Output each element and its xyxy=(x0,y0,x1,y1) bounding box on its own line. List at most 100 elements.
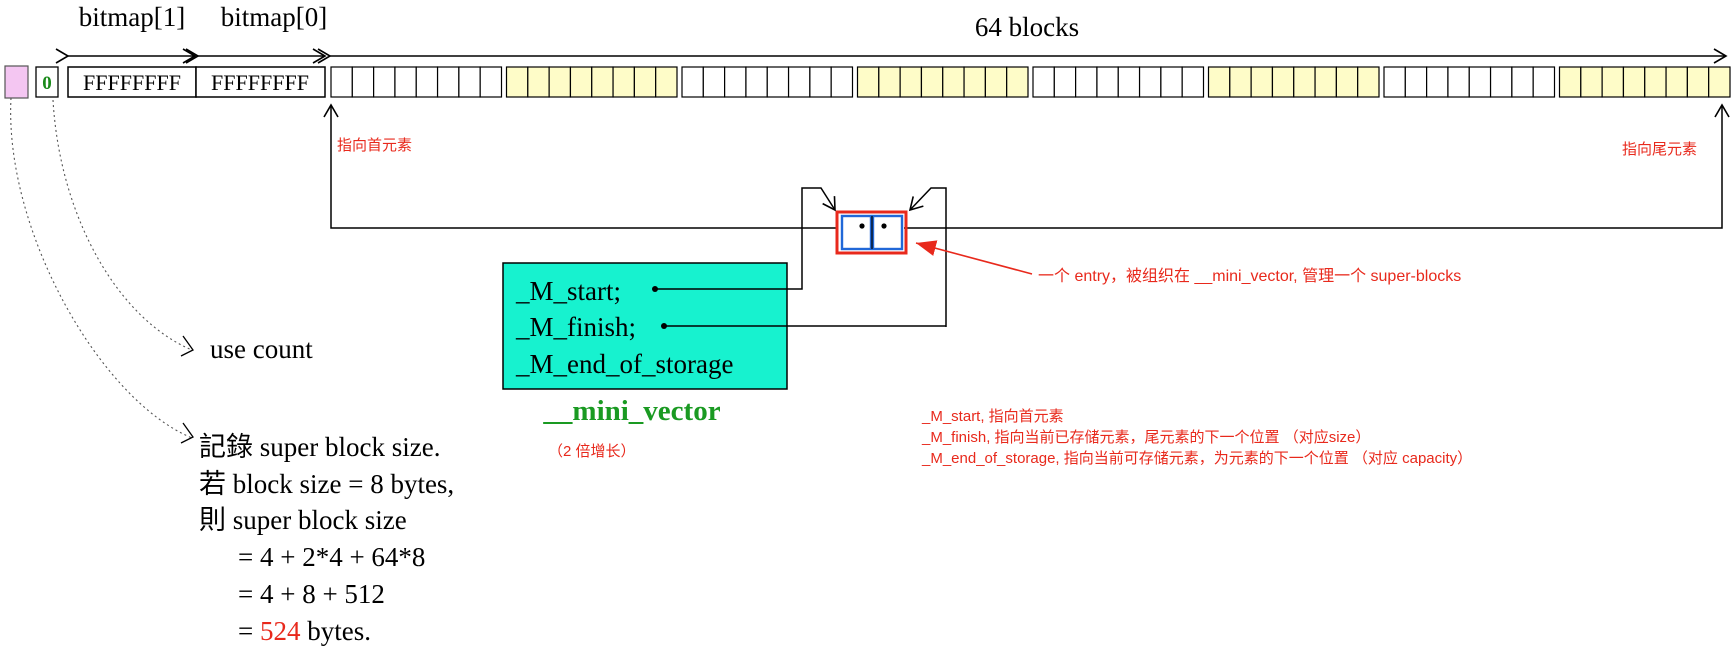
block-cell xyxy=(1489,66,1513,98)
block-cell xyxy=(1181,66,1205,98)
block-cell xyxy=(373,66,396,98)
block-cell xyxy=(330,66,353,98)
block-cell xyxy=(351,66,375,98)
calc-line-1: = 4 + 2*4 + 64*8 xyxy=(238,542,425,572)
block-cell xyxy=(1426,66,1449,98)
block-cell xyxy=(1601,66,1625,98)
block-cell xyxy=(527,66,550,98)
block-cell xyxy=(787,66,811,98)
block-cell xyxy=(1580,66,1603,98)
entry-finish-hook xyxy=(908,187,947,327)
note-m-end-of-storage: _M_end_of_storage, 指向当前可存储元素，为元素的下一个位置 （… xyxy=(921,449,1472,467)
block-cell xyxy=(830,66,854,98)
size-line-2: 若 block size = 8 bytes, xyxy=(199,469,454,499)
block-cell xyxy=(963,66,986,98)
block-cell xyxy=(1468,66,1492,98)
block-cell xyxy=(1293,66,1316,98)
block-cell xyxy=(1207,66,1231,98)
block-cell xyxy=(1271,66,1295,98)
block-cell xyxy=(856,66,880,98)
entry-start-dot xyxy=(859,223,865,229)
block-cell xyxy=(1447,66,1470,98)
result-eq: = xyxy=(238,616,260,646)
block-cell xyxy=(1075,66,1098,98)
block-cell xyxy=(1006,66,1029,98)
entry-finish-dot xyxy=(881,223,887,229)
field-m-start: _M_start; xyxy=(515,276,621,306)
first-element-label: 指向首元素 xyxy=(337,137,412,154)
block-cell xyxy=(612,66,635,98)
block-cell xyxy=(984,66,1008,98)
bitmap0-label: bitmap[0] xyxy=(221,2,327,32)
entry-start-hook xyxy=(801,187,836,226)
block-cell xyxy=(899,66,923,98)
block-cell xyxy=(681,66,704,98)
mini-vector-name: __mini_vector xyxy=(542,395,720,427)
block-cell xyxy=(1622,66,1646,98)
block-cell xyxy=(415,66,439,98)
use-count-value: 0 xyxy=(42,73,52,94)
blocks-count-label: 64 blocks xyxy=(975,12,1079,42)
size-line-3: 則 super block size xyxy=(199,505,407,535)
result-number: 524 xyxy=(260,616,301,646)
block-cell xyxy=(1250,66,1274,98)
block-cell xyxy=(1558,66,1582,98)
growth-note: （2 倍增长） xyxy=(548,443,636,460)
block-cell xyxy=(436,66,460,98)
bitmap1-cell xyxy=(67,66,197,98)
block-cell xyxy=(655,66,678,98)
block-cell xyxy=(591,66,614,98)
calc-result: = 524 bytes. xyxy=(238,616,371,646)
use-count-cell xyxy=(35,66,59,98)
block-cell xyxy=(1404,66,1428,98)
use-count-dotted-curve xyxy=(52,99,193,351)
use-count-label: use count xyxy=(210,334,313,364)
block-cell xyxy=(1053,66,1077,98)
block-cell xyxy=(1160,66,1183,98)
use-count-arrowhead xyxy=(180,335,194,357)
entry-outline xyxy=(835,210,908,255)
block-cell xyxy=(1511,66,1534,98)
block-cell xyxy=(766,66,790,98)
block-cell xyxy=(569,66,593,98)
block-cell xyxy=(505,66,529,98)
block-cell xyxy=(1096,66,1119,98)
block-cell xyxy=(1383,66,1406,98)
note-m-finish: _M_finish, 指向当前已存储元素，尾元素的下一个位置 （对应size） xyxy=(921,428,1370,446)
bitmap1-value: FFFFFFFF xyxy=(83,70,181,95)
entry-start-slot xyxy=(840,214,873,251)
block-cell xyxy=(724,66,747,98)
block-cell xyxy=(1229,66,1252,98)
size-dotted-curve xyxy=(10,97,193,439)
block-cell xyxy=(1032,66,1055,98)
size-cell xyxy=(4,65,29,99)
m-start-link xyxy=(655,226,803,290)
block-cell xyxy=(1357,66,1380,98)
bitmap1-label: bitmap[1] xyxy=(79,2,185,32)
block-cell xyxy=(1644,66,1667,98)
entry-annotation-arrow xyxy=(915,240,1033,275)
block-cell xyxy=(1117,66,1141,98)
entry-finish-slot xyxy=(871,214,904,251)
size-line-1: 記錄 super block size. xyxy=(199,432,440,462)
note-m-start: _M_start, 指向首元素 xyxy=(921,408,1064,425)
block-cell xyxy=(702,66,726,98)
block-cells xyxy=(330,66,1731,98)
block-cell xyxy=(878,66,901,98)
block-cell xyxy=(1686,66,1710,98)
block-cell xyxy=(745,66,768,98)
first-element-pointer xyxy=(323,103,836,229)
result-unit: bytes. xyxy=(300,616,371,646)
block-cell xyxy=(1708,66,1731,98)
field-m-finish: _M_finish; xyxy=(515,312,636,342)
bitmap0-value: FFFFFFFF xyxy=(211,70,309,95)
block-cell xyxy=(479,66,503,98)
entry-annotation: 一个 entry，被组织在 __mini_vector, 管理一个 super-… xyxy=(1038,267,1461,285)
bitmap0-cell xyxy=(195,66,326,98)
calc-line-2: = 4 + 8 + 512 xyxy=(238,579,385,609)
block-cell xyxy=(1665,66,1688,98)
block-cell xyxy=(458,66,481,98)
block-cell xyxy=(1138,66,1162,98)
last-element-label: 指向尾元素 xyxy=(1622,141,1697,158)
